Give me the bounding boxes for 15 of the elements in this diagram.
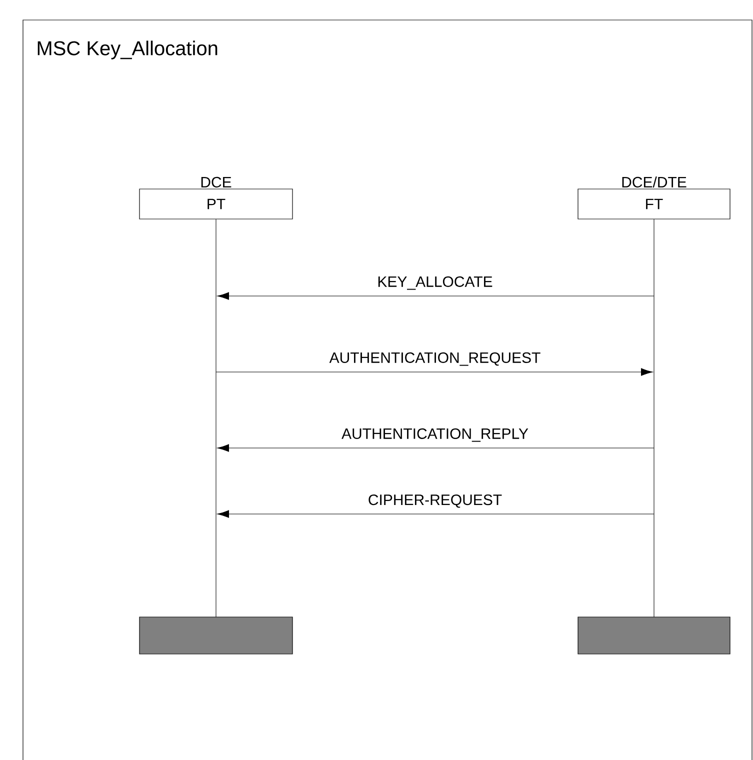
instance-label: DCE/DTE xyxy=(622,176,686,188)
instance-end-box xyxy=(139,616,293,654)
instance-box: PT xyxy=(139,188,293,220)
diagram-title: MSC Key_Allocation xyxy=(38,40,218,60)
instance-label: DCE xyxy=(201,176,232,188)
message-label: KEY_ALLOCATE xyxy=(378,276,492,290)
instance-box: FT xyxy=(578,188,730,220)
message-arrow xyxy=(217,292,654,300)
message-label: CIPHER-REQUEST xyxy=(368,494,502,508)
message-label: AUTHENTICATION_REPLY xyxy=(342,428,528,442)
message-label: AUTHENTICATION_REQUEST xyxy=(329,352,540,366)
message-arrow xyxy=(217,444,654,452)
message-arrow xyxy=(217,510,654,518)
message-arrow xyxy=(216,368,653,376)
instance-end-box xyxy=(578,616,730,654)
